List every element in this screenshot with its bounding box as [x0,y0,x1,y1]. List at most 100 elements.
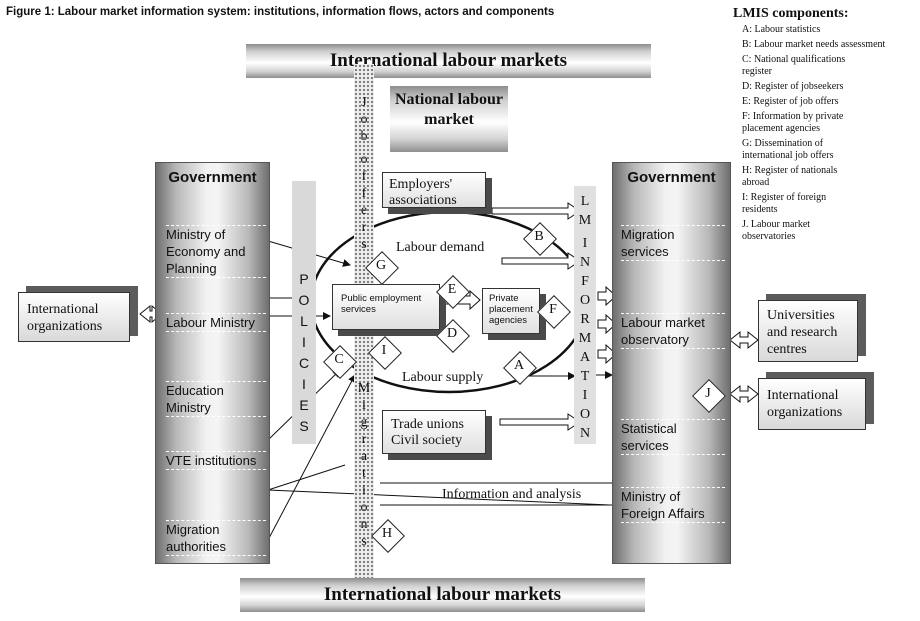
international-organizations-right-label: International organizations [767,388,843,420]
job-offers-letter: o [360,152,368,167]
lm-info-letter: R [580,312,590,327]
migrations-letter: i [362,398,366,413]
employers-associations-label: Employers' associations [389,177,457,208]
legend-item: I: Register of foreign residents [742,192,827,215]
statistical-services: Statistical services [621,419,725,455]
legend-item: F: Information by private placement agen… [742,111,844,134]
international-organizations-left-box: International organizations [18,292,130,342]
migrations-letter: o [360,500,368,515]
policies-letter: L [300,313,308,329]
ministry-economy-planning: Ministry of Economy and Planning [166,225,266,278]
legend-item: G: Dissemination of international job of… [742,138,834,161]
information-analysis-label: Information and analysis [442,487,582,502]
job-offers-letter: o [360,112,368,127]
policies-column: P O L I C I E S [292,181,316,444]
private-placement-label: Private placement agencies [489,293,533,326]
ministry-foreign-affairs: Ministry of Foreign Affairs [621,487,725,523]
legend-item: D: Register of jobseekers [742,81,844,92]
migrations-label: M i g r a t i o n s [354,380,374,550]
legend-item: B: Labour market needs assessment [742,39,886,50]
labour-ministry: Labour Ministry [166,313,266,332]
legend-item: H: Register of nationals abroad [742,165,838,188]
legend-item: J. Labour market observatories [742,219,811,242]
lm-info-letter: N [579,426,591,441]
policies-letter: S [299,418,309,434]
migrations-letter: M [357,381,371,396]
lm-info-letter: I [582,236,588,251]
migration-services: Migration services [621,225,725,261]
policies-letter: I [302,376,306,392]
vte-institutions: VTE institutions [166,451,266,470]
job-offers-letter: r [361,220,367,235]
employers-associations-box: Employers' associations [382,172,486,208]
diamond-g-label: G [375,258,387,273]
policies-letter: P [299,271,309,287]
job-offers-label: J o b o f f e r s [354,94,374,253]
universities-box: Universities and research centres [758,300,858,362]
left-government-title: Government [168,169,257,186]
right-government-title: Government [627,169,716,186]
migrations-letter: a [360,449,368,464]
job-offers-letter: b [360,129,368,144]
figure-title: Figure 1: Labour market information syst… [6,6,555,18]
legend-item: E: Register of job offers [742,96,839,107]
job-offers-letter: s [361,237,367,252]
job-offers-letter: f [361,186,367,201]
private-placement-box: Private placement agencies [482,288,540,334]
legend-item: A: Labour statistics [742,24,821,35]
diamond-h-label: H [381,526,393,541]
migrations-letter: n [360,517,368,532]
lm-info-letter: M [578,331,592,346]
diamond-j-label: J [705,386,711,401]
migrations-letter: t [362,466,366,481]
policies-letter: I [302,334,306,350]
migrations-letter: s [361,534,367,549]
national-labour-market-label: National labour market [394,91,503,128]
job-offers-letter: e [360,203,368,218]
legend-list: A: Labour statistics B: Labour market ne… [742,24,914,246]
lm-info-letter: I [582,388,588,403]
migration-authorities: Migration authorities [166,520,266,556]
legend-item: C: National qualifications register [742,54,846,77]
diamond-c-label: C [334,352,344,367]
migrations-letter: i [362,483,366,498]
job-offers-letter: f [361,169,367,184]
lm-info-letter: M [578,213,592,228]
diamond-e-label: E [447,282,457,297]
lm-info-letter: A [579,350,591,365]
lm-info-letter: O [579,407,591,422]
national-labour-market: National labour market [390,86,508,152]
labour-market-observatory: Labour market observatory [621,313,725,349]
international-organizations-right-box: International organizations [758,378,866,430]
lm-information-column: L M I N F O R M A T I O N [574,186,596,444]
lm-info-letter: N [579,255,591,270]
diamond-a-label: A [513,358,525,373]
public-employment-box: Public employment services [332,284,440,330]
policies-letter: C [298,355,310,371]
lm-info-letter: F [581,274,589,289]
lm-info-letter: L [580,194,590,209]
trade-unions-label: Trade unions Civil society [391,417,464,448]
bottom-international-band: International labour markets [240,578,645,612]
top-international-band: International labour markets [246,44,651,78]
international-organizations-left-label: International organizations [27,302,103,334]
job-offers-letter: J [361,95,367,110]
policies-letter: O [298,292,310,308]
migrations-letter: r [361,432,367,447]
universities-label: Universities and research centres [767,308,838,357]
policies-letter: E [299,397,309,413]
education-ministry: Education Ministry [166,381,266,417]
public-employment-label: Public employment services [341,293,422,315]
diamond-f-label: F [549,302,557,317]
lm-info-letter: O [579,293,591,308]
migrations-letter: g [360,415,368,430]
trade-unions-box: Trade unions Civil society [382,410,486,454]
diamond-b-label: B [534,229,544,244]
legend-title: LMIS components: [733,6,849,21]
diamond-i-label: I [381,343,387,358]
diamond-d-label: D [446,326,458,341]
labour-demand-label: Labour demand [396,240,485,255]
lm-info-letter: T [580,369,590,384]
labour-supply-label: Labour supply [402,370,484,385]
right-government-panel: Government Migration services Labour mar… [612,162,731,564]
